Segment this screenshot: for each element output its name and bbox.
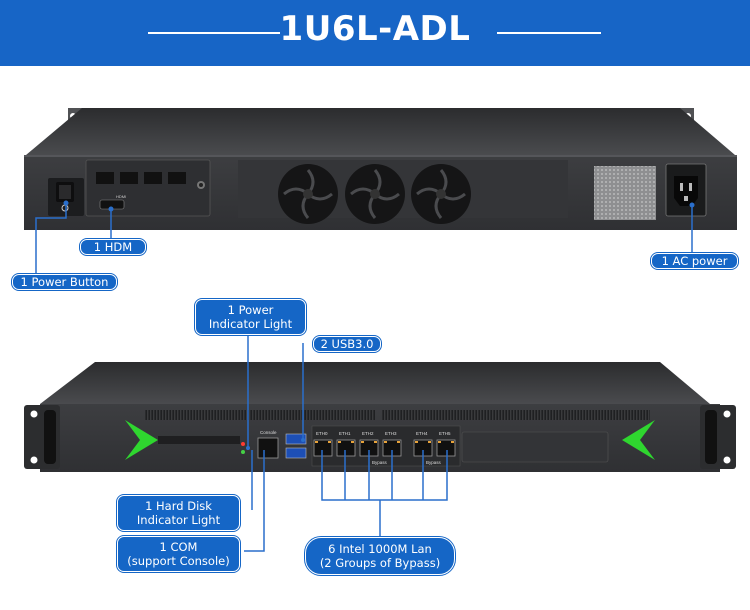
console-label: Console (260, 430, 277, 435)
lan-callout: 6 Intel 1000M Lan (2 Groups of Bypass) (305, 537, 455, 575)
eth-label: ETH2 (362, 431, 374, 436)
hdmi-small-label: HDMI (116, 194, 126, 199)
header-banner: 1U6L-ADL (0, 0, 750, 66)
power-button-callout: 1 Power Button (12, 274, 117, 290)
com-line2: (support Console) (127, 554, 230, 568)
hdd-indicator-line1: 1 Hard Disk (145, 499, 212, 513)
hdmi-callout: 1 HDM (80, 239, 146, 255)
bypass-label: Bypass (372, 460, 388, 465)
lan-line1: 6 Intel 1000M Lan (328, 542, 432, 556)
bypass-label: Bypass (426, 460, 442, 465)
eth-label: ETH4 (416, 431, 428, 436)
header-divider-right (497, 32, 601, 34)
eth-label: ETH0 (316, 431, 328, 436)
power-indicator-line1: 1 Power (227, 303, 274, 317)
page-title: 1U6L-ADL (279, 9, 471, 49)
lan-line2: (2 Groups of Bypass) (319, 556, 441, 570)
eth-label: ETH5 (439, 431, 451, 436)
power-indicator-callout: 1 Power Indicator Light (195, 299, 306, 335)
com-line1: 1 COM (159, 540, 198, 554)
power-indicator-line2: Indicator Light (208, 317, 293, 331)
rear-chassis: HDMI (24, 108, 737, 230)
com-callout: 1 COM (support Console) (117, 536, 240, 572)
usb-callout: 2 USB3.0 (313, 336, 381, 352)
eth-label: ETH3 (385, 431, 397, 436)
callout-lines (35, 203, 693, 552)
front-chassis: Console ETH0 ETH1 ETH2 ETH3 ETH4 (24, 362, 736, 472)
hdd-indicator-line2: Indicator Light (136, 513, 221, 527)
header-divider-left (148, 32, 280, 34)
eth-label: ETH1 (339, 431, 351, 436)
hdd-indicator-callout: 1 Hard Disk Indicator Light (117, 495, 240, 531)
ac-power-callout: 1 AC power (651, 253, 738, 269)
